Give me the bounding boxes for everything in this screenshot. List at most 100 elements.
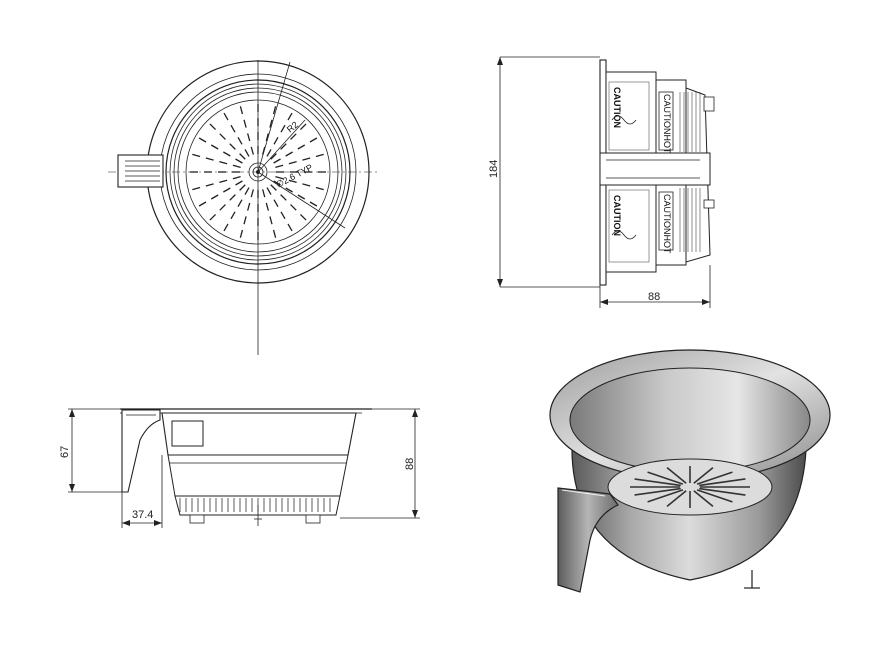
- drain-slot: [315, 186, 324, 191]
- side-ribs: [679, 92, 701, 252]
- filter-fin: [696, 489, 733, 503]
- warning-decal-upper: CAUTION: [612, 87, 622, 128]
- filter-fin: [699, 487, 746, 496]
- drain-slot: [302, 157, 311, 161]
- drain-slot: [272, 229, 277, 238]
- drain-slot: [250, 189, 254, 198]
- drain-slot: [239, 184, 246, 191]
- handle-width-dimension: 37.4: [132, 509, 153, 521]
- drain-slot: [280, 211, 286, 220]
- drain-slot: [285, 187, 293, 193]
- drain-slot: [262, 146, 266, 155]
- drain-slot: [270, 184, 277, 191]
- drain-slot: [223, 151, 231, 157]
- drain-slot: [192, 186, 201, 191]
- drain-slot: [192, 153, 201, 158]
- drain-slot: [219, 133, 226, 140]
- drain-slot: [265, 133, 269, 142]
- drain-slot: [273, 199, 279, 207]
- filter-fin: [666, 466, 687, 484]
- drain-slot: [269, 119, 273, 128]
- drain-slot: [265, 202, 269, 211]
- drain-slot: [239, 229, 244, 238]
- drain-slot: [239, 153, 246, 160]
- drain-slot: [273, 180, 281, 186]
- drain-slots: [190, 104, 326, 240]
- drain-slot: [290, 133, 297, 140]
- top-view: R2 ∅2.6 TYP: [108, 60, 378, 355]
- filter-fin: [647, 489, 684, 503]
- drain-slot: [270, 153, 277, 160]
- drain-slot: [210, 144, 219, 150]
- drain-slot: [244, 149, 250, 157]
- side-depth-dimension: 88: [648, 291, 660, 303]
- drain-slot: [273, 137, 279, 145]
- drain-slot: [275, 176, 284, 180]
- side-view: 184 88 CAUTIONHOT CAUTIONHOT CAUTION CAU…: [488, 56, 715, 308]
- handle-height-dimension: 67: [59, 446, 71, 458]
- drain-slot: [299, 123, 307, 131]
- drain-slot: [219, 161, 228, 165]
- warning-decal-lower: CAUTION: [612, 195, 622, 236]
- drain-slot: [244, 187, 250, 195]
- filter-fin: [634, 487, 681, 496]
- front-height-dimension: 88: [404, 458, 416, 470]
- filter-fin: [666, 490, 687, 508]
- drain-slot: [243, 119, 247, 128]
- drain-slot: [210, 194, 219, 200]
- drain-slot: [229, 143, 236, 150]
- drain-slot: [247, 202, 251, 211]
- drain-slot: [219, 204, 226, 211]
- drain-slot: [205, 183, 214, 187]
- drain-slot: [250, 146, 254, 155]
- drain-slot: [269, 216, 273, 225]
- drain-slot: [285, 151, 293, 157]
- drain-slot: [288, 161, 297, 165]
- drain-slot: [223, 223, 229, 232]
- drain-slot: [288, 179, 297, 183]
- drain-slot: [223, 112, 229, 121]
- drain-slot: [280, 143, 287, 150]
- front-view: 67 88 37.4: [59, 408, 420, 528]
- drain-slot: [223, 187, 231, 193]
- drain-slot: [230, 124, 236, 133]
- drain-slot: [209, 123, 217, 131]
- drain-slot: [198, 137, 207, 143]
- drain-slot: [266, 149, 272, 157]
- drain-slot: [235, 180, 243, 186]
- isometric-fins: [630, 466, 750, 508]
- drain-slot: [302, 183, 311, 187]
- drain-slot: [297, 194, 306, 200]
- filter-fin: [647, 471, 684, 485]
- drain-slot: [198, 201, 207, 207]
- drain-slot: [299, 213, 307, 221]
- caution-label-lower: CAUTIONHOT: [662, 194, 672, 254]
- drain-slot: [247, 133, 251, 142]
- drain-slot: [262, 189, 266, 198]
- filter-fin: [699, 478, 746, 487]
- drain-slot: [219, 179, 228, 183]
- drain-slot: [243, 216, 247, 225]
- drain-slot: [237, 199, 243, 207]
- drain-slot: [266, 187, 272, 195]
- drain-slot: [209, 213, 217, 221]
- drain-slot: [205, 157, 214, 161]
- drain-slot: [229, 194, 236, 201]
- drain-slot: [290, 204, 297, 211]
- isometric-view: [549, 349, 831, 593]
- drain-slot: [280, 124, 286, 133]
- drain-slot: [237, 137, 243, 145]
- filter-fin: [693, 490, 714, 508]
- filter-fin: [634, 478, 681, 487]
- side-height-dimension: 184: [488, 160, 500, 178]
- drain-slot: [275, 164, 284, 168]
- drain-slot: [272, 106, 277, 115]
- radius-label: R2: [285, 119, 300, 134]
- drain-slot: [232, 176, 241, 180]
- front-ribs: [179, 498, 331, 512]
- drain-slot: [315, 153, 324, 158]
- drain-slot: [273, 158, 281, 164]
- drain-slot: [287, 112, 293, 121]
- drain-slot: [239, 106, 244, 115]
